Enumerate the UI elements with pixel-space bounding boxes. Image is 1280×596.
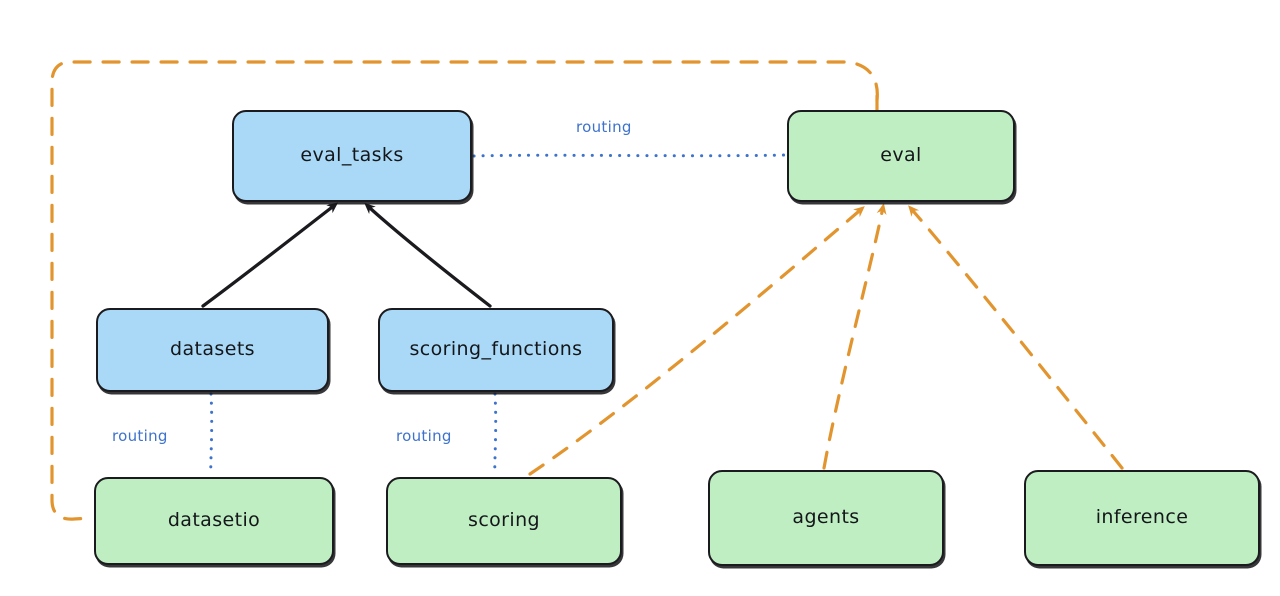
node-label: inference — [1095, 506, 1189, 529]
node-agents[interactable]: agents — [708, 470, 944, 566]
node-datasetio[interactable]: datasetio — [94, 477, 334, 565]
node-eval[interactable]: eval — [787, 110, 1015, 202]
node-label: datasetio — [167, 509, 261, 532]
node-label: eval_tasks — [300, 144, 404, 167]
edge-scoring_functions-to-eval_tasks — [364, 202, 492, 308]
node-scoring[interactable]: scoring — [386, 477, 622, 565]
node-label: scoring_functions — [409, 338, 583, 361]
node-inference[interactable]: inference — [1024, 470, 1260, 566]
edge-eval_tasks-to-eval — [472, 153, 787, 158]
node-label: agents — [792, 506, 860, 529]
edge-datasets-to-eval_tasks — [201, 202, 339, 308]
node-label: eval — [880, 144, 922, 167]
edge-agents-to-eval — [822, 203, 887, 470]
node-eval-tasks[interactable]: eval_tasks — [232, 110, 472, 202]
edge-label-routing-eval-tasks-eval: routing — [576, 118, 632, 136]
edge-label-routing-scoring-functions-scoring: routing — [396, 427, 452, 445]
node-scoring-functions[interactable]: scoring_functions — [378, 308, 614, 392]
node-label: scoring — [468, 509, 540, 532]
edge-label-routing-datasets-datasetio: routing — [112, 427, 168, 445]
edge-scoring_functions-to-scoring — [493, 392, 498, 477]
node-datasets[interactable]: datasets — [96, 308, 329, 392]
node-label: datasets — [170, 338, 255, 361]
edge-datasets-to-datasetio — [209, 392, 214, 477]
edge-inference-to-eval — [908, 205, 1124, 470]
